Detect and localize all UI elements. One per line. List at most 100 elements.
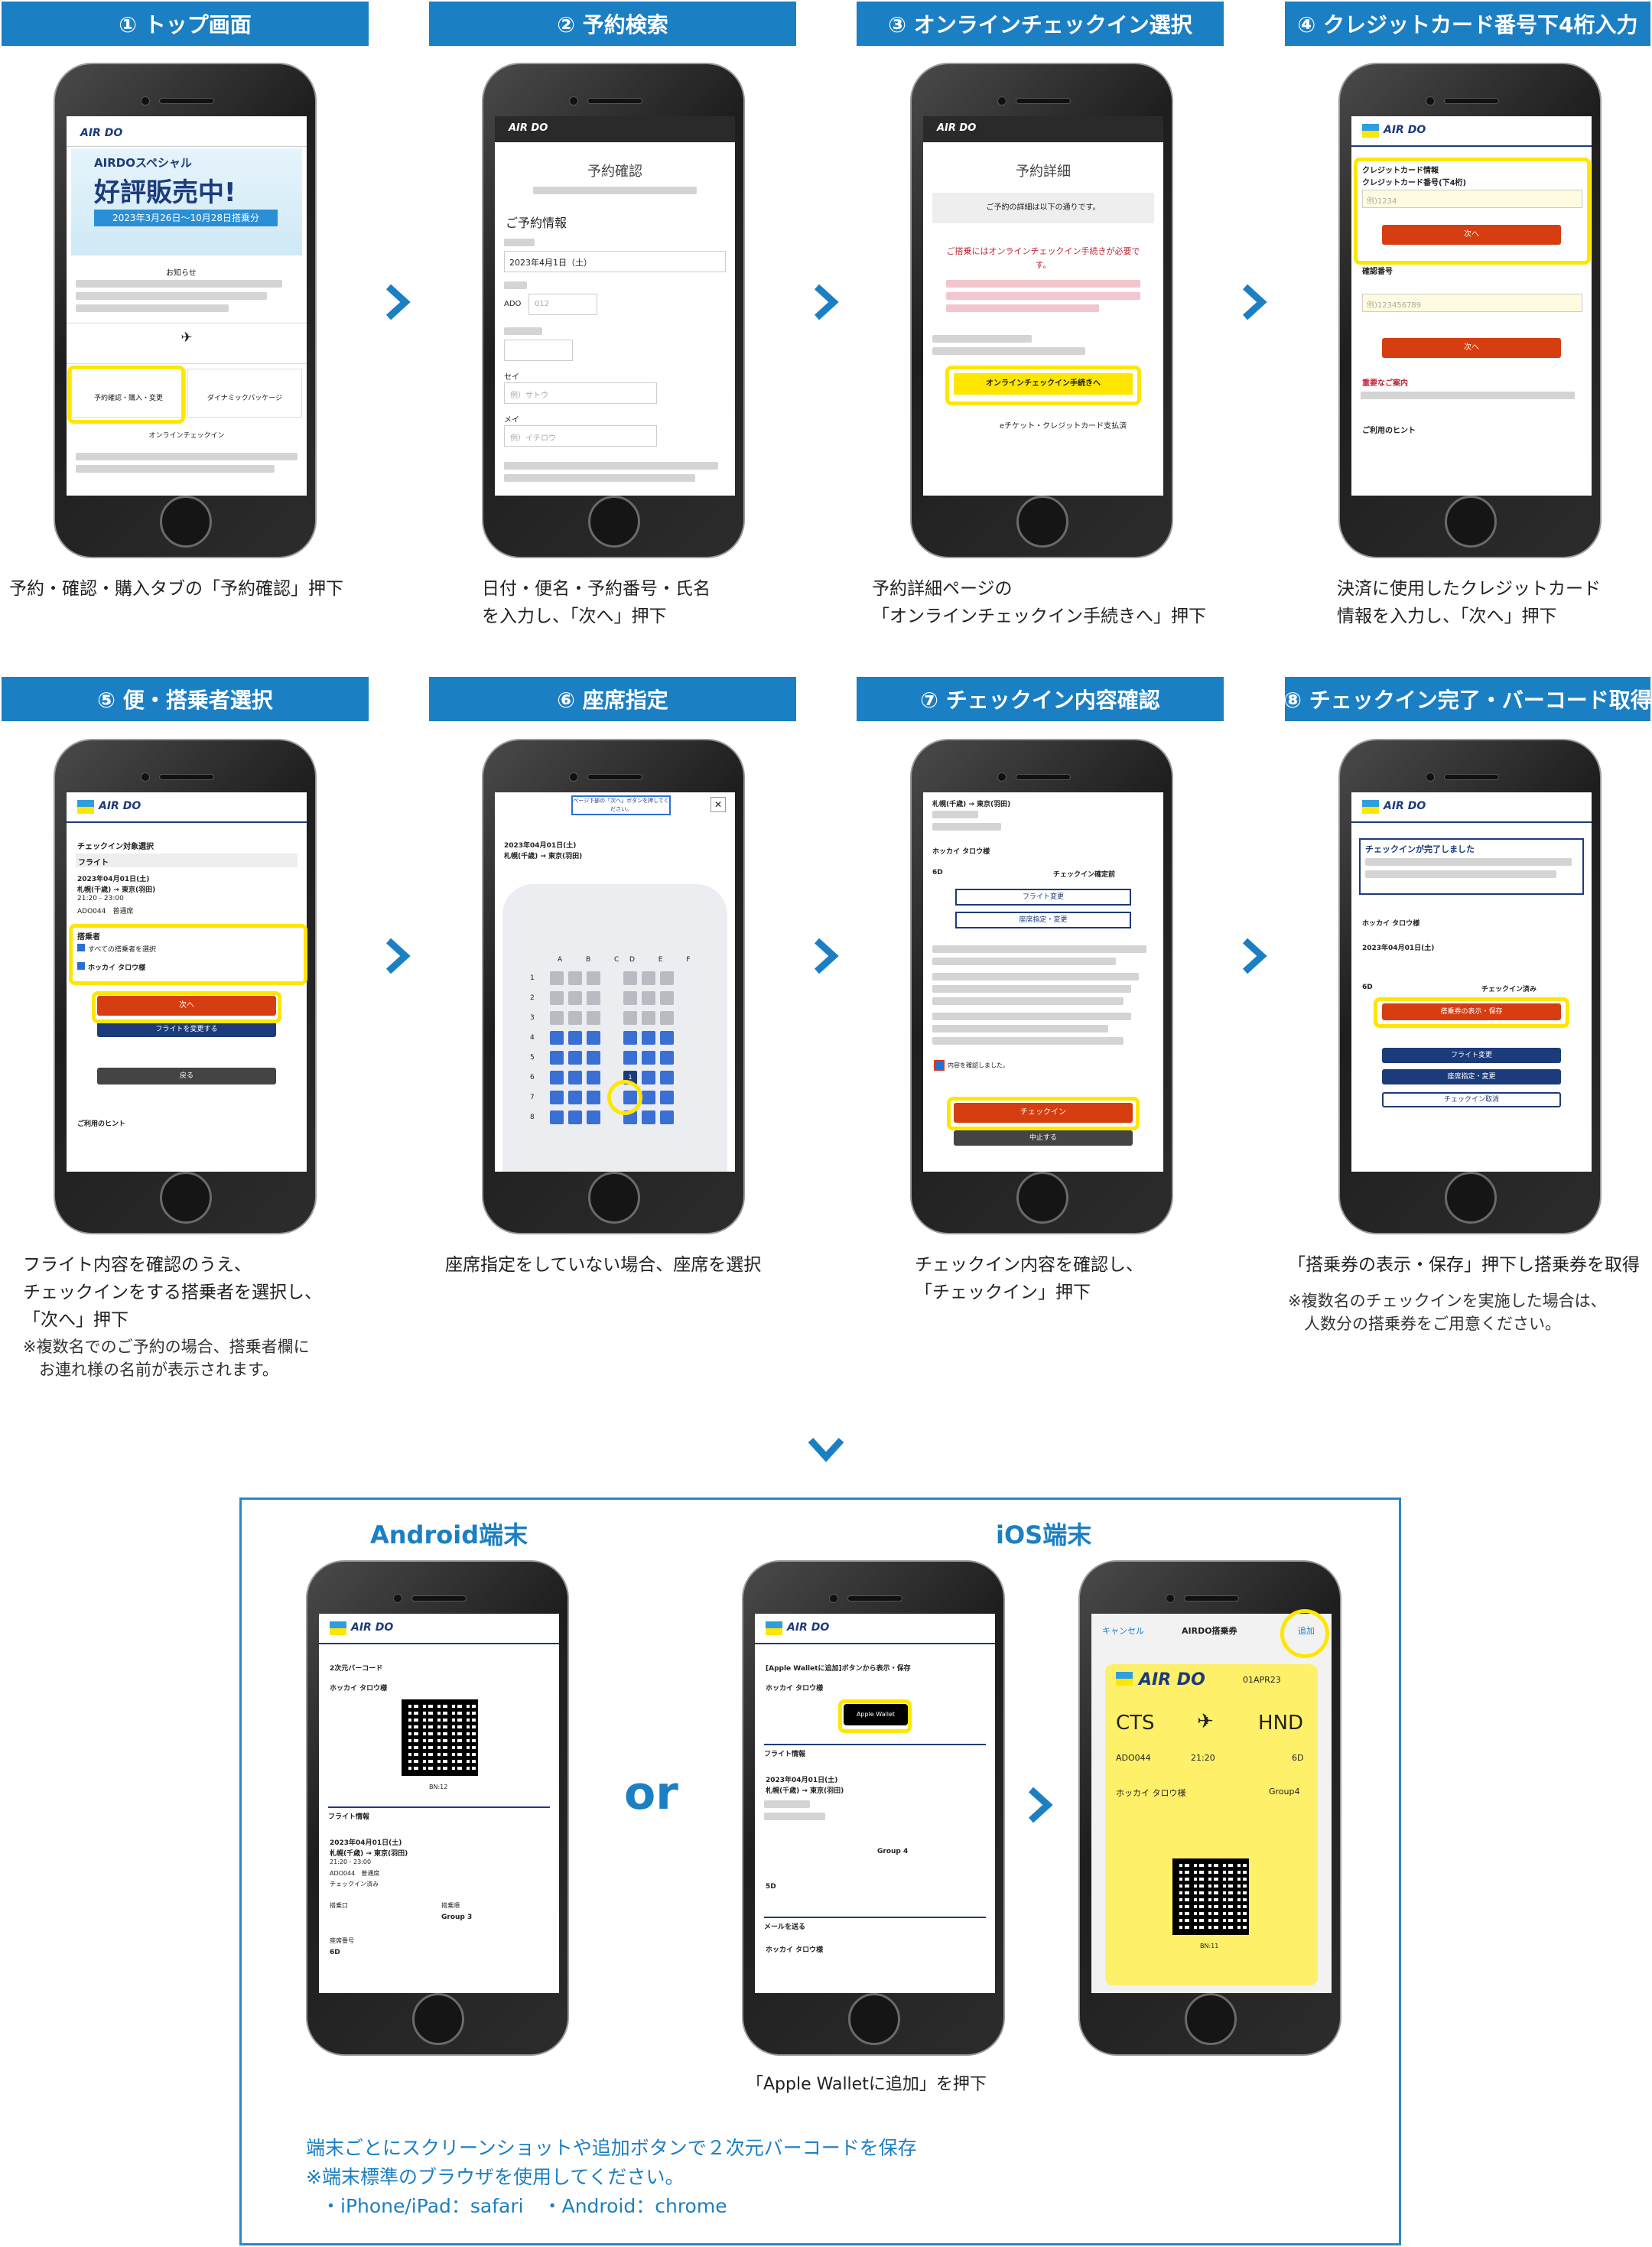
seat[interactable] xyxy=(568,971,582,985)
seat[interactable] xyxy=(568,1011,582,1025)
next-button[interactable]: 次へ xyxy=(97,996,276,1016)
close-icon[interactable]: ✕ xyxy=(711,797,726,812)
seat[interactable] xyxy=(623,991,637,1005)
seat[interactable] xyxy=(550,1051,564,1065)
seat[interactable] xyxy=(642,971,655,985)
seat-row-label: 1 xyxy=(530,974,535,982)
footer-line-2: ※端末標準のブラウザを使用してください。 xyxy=(306,2166,685,2188)
highlight-reserve xyxy=(67,366,185,424)
phone-step-2: AIR DO 予約確認 ご予約情報 2023年4月1日（土） ADO 012 セ… xyxy=(482,63,745,558)
seat[interactable] xyxy=(623,1031,637,1045)
seat[interactable] xyxy=(568,1091,582,1104)
sei-field[interactable]: 例）サトウ xyxy=(504,382,657,404)
seat[interactable] xyxy=(642,1031,655,1045)
seat[interactable] xyxy=(660,1011,674,1025)
qr-code xyxy=(402,1699,478,1776)
card-last4-input[interactable]: 例)1234 xyxy=(1362,190,1582,208)
seat[interactable] xyxy=(550,1091,564,1104)
seat[interactable] xyxy=(550,1110,564,1124)
seat-change-button[interactable]: 座席指定・変更 xyxy=(1382,1069,1561,1084)
step-7-header: ⑦ チェックイン内容確認 xyxy=(857,677,1224,721)
cabin-map xyxy=(502,884,727,1172)
qr-code xyxy=(1172,1858,1249,1935)
seat[interactable] xyxy=(623,1011,637,1025)
seat[interactable] xyxy=(642,1071,655,1084)
arrow-right-icon xyxy=(1242,938,1267,974)
airdo-logo: AIR DO xyxy=(80,127,123,139)
seat[interactable] xyxy=(568,1051,582,1065)
seat[interactable] xyxy=(623,971,637,985)
reservation-number-field[interactable] xyxy=(504,340,573,361)
seat[interactable] xyxy=(587,1110,600,1124)
select-all-checkbox[interactable]: すべての搭乗者を選択 xyxy=(77,944,156,954)
online-checkin-button[interactable]: オンラインチェックイン手続きへ xyxy=(954,373,1133,395)
seat[interactable] xyxy=(550,971,564,985)
checkin-button[interactable]: チェックイン xyxy=(954,1103,1133,1123)
seat[interactable] xyxy=(587,1051,600,1065)
step-1-caption: 予約・確認・購入タブの「予約確認」押下 xyxy=(9,579,343,599)
ios-title: iOS端末 xyxy=(996,1520,1092,1549)
seat[interactable] xyxy=(568,1071,582,1084)
seat-change-button[interactable]: 座席指定・変更 xyxy=(955,912,1131,928)
seat[interactable] xyxy=(642,1110,655,1124)
step-8-note: ※複数名のチェックインを実施した場合は、 人数分の搭乗券をご用意ください。 xyxy=(1288,1292,1607,1333)
flight-change-button[interactable]: フライト変更 xyxy=(955,889,1131,906)
seat[interactable] xyxy=(587,1071,600,1084)
highlight-passenger xyxy=(69,924,307,985)
confirm-number-input[interactable]: 例)123456789 xyxy=(1362,294,1582,312)
cancel-button[interactable]: 中止する xyxy=(954,1130,1133,1146)
seat[interactable] xyxy=(550,991,564,1005)
step-5-header: ⑤ 便・搭乗者選択 xyxy=(2,677,369,721)
seat[interactable] xyxy=(660,1091,674,1104)
seat[interactable] xyxy=(642,1051,655,1065)
mei-field[interactable]: 例）イチロウ xyxy=(504,425,657,447)
apple-wallet-button[interactable]: Apple Wallet xyxy=(844,1704,908,1725)
checkin-cancel-button[interactable]: チェックイン取消 xyxy=(1382,1092,1561,1107)
seat[interactable] xyxy=(568,1110,582,1124)
seat[interactable] xyxy=(568,1031,582,1045)
phone-step-1: AIR DO AIRDOスペシャル 好評販売中! 2023年3月26日〜10月2… xyxy=(54,63,317,558)
seat[interactable] xyxy=(550,1011,564,1025)
top-screen: AIR DO AIRDOスペシャル 好評販売中! 2023年3月26日〜10月2… xyxy=(67,116,307,496)
date-field[interactable]: 2023年4月1日（土） xyxy=(504,251,726,272)
passenger-checkbox[interactable]: ホッカイ タロウ様 xyxy=(77,962,145,972)
show-boarding-pass-button[interactable]: 搭乗券の表示・保存 xyxy=(1382,1003,1561,1020)
arrow-right-icon xyxy=(385,938,411,974)
step-5-caption: フライト内容を確認のうえ、 チェックインをする搭乗者を選択し、 「次へ」押下 xyxy=(23,1255,322,1330)
next-button-1[interactable]: 次へ xyxy=(1382,225,1561,245)
seat[interactable] xyxy=(660,1051,674,1065)
phone-step-7: 札幌(千歳) → 東京(羽田) ホッカイ タロウ様 6D チェックイン確定前 フ… xyxy=(910,739,1173,1234)
seat[interactable] xyxy=(660,991,674,1005)
seat[interactable] xyxy=(660,971,674,985)
seat[interactable] xyxy=(550,1071,564,1084)
change-flight-button[interactable]: フライトを変更する xyxy=(97,1022,276,1037)
seat[interactable] xyxy=(587,991,600,1005)
flight-change-button[interactable]: フライト変更 xyxy=(1382,1048,1561,1063)
arrow-down-icon xyxy=(808,1437,844,1462)
seat[interactable] xyxy=(642,1011,655,1025)
seat[interactable] xyxy=(660,1071,674,1084)
seat[interactable] xyxy=(587,1011,600,1025)
seat[interactable] xyxy=(642,991,655,1005)
confirm-checkbox[interactable]: 内容を確認しました。 xyxy=(934,1060,1009,1071)
seat[interactable] xyxy=(568,991,582,1005)
highlight-card-input xyxy=(1354,158,1591,265)
wallet-cancel[interactable]: キャンセル xyxy=(1102,1626,1144,1636)
seat[interactable] xyxy=(587,971,600,985)
phone-ios-wallet: キャンセル AIRDO搭乗券 追加 AIR DO 01APR23 CTS ✈ H… xyxy=(1078,1560,1341,2056)
seat[interactable] xyxy=(642,1091,655,1104)
seat[interactable] xyxy=(660,1031,674,1045)
detail-screen: AIR DO 予約詳細 ご予約の詳細は以下の通りです。 ご搭乗にはオンラインチェ… xyxy=(923,116,1163,496)
flight-field[interactable]: 012 xyxy=(528,294,597,315)
seat[interactable] xyxy=(587,1031,600,1045)
phone-step-6: ページ下部の「次へ」ボタンを押してください。 ✕ 2023年04月01日(土) … xyxy=(482,739,745,1234)
seat[interactable] xyxy=(623,1051,637,1065)
next-button-2[interactable]: 次へ xyxy=(1382,338,1561,358)
seat[interactable] xyxy=(550,1031,564,1045)
seat[interactable] xyxy=(587,1091,600,1104)
arrow-right-icon xyxy=(814,284,839,320)
back-button[interactable]: 戻る xyxy=(97,1068,276,1084)
seat[interactable] xyxy=(660,1110,674,1124)
step-8-caption: 「搭乗券の表示・保存」押下し搭乗券を取得 xyxy=(1288,1255,1640,1275)
info-bubble: ページ下部の「次へ」ボタンを押してください。 xyxy=(571,795,671,815)
